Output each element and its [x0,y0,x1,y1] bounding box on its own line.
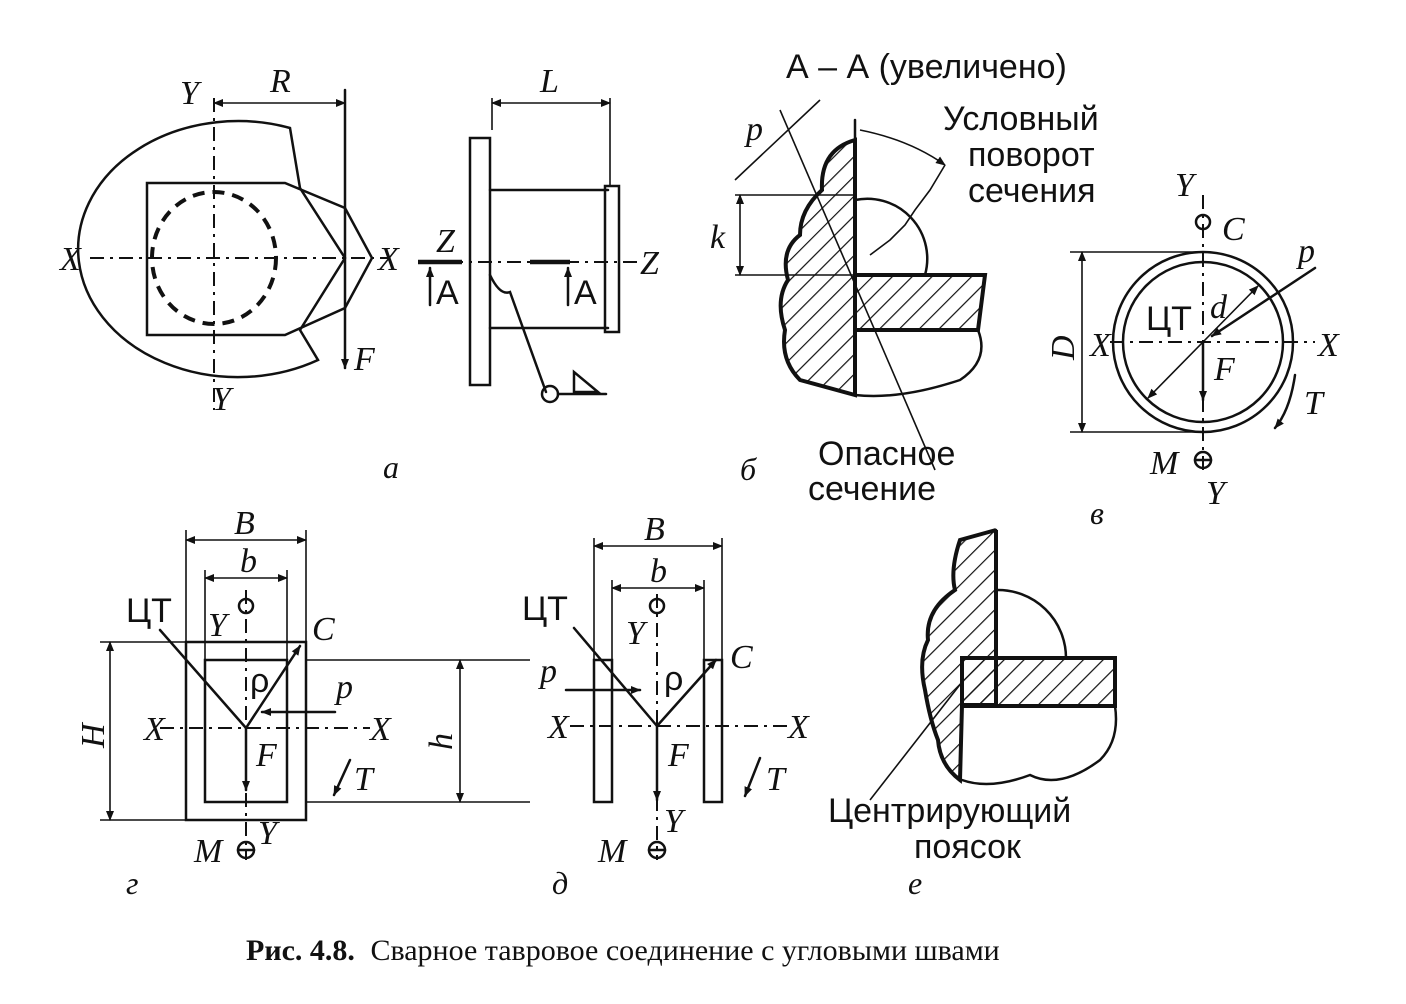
label-A-left: A [436,274,459,312]
label-CT: ЦТ [522,590,568,628]
collar-label-2: поясок [914,828,1022,866]
label-p: p [1296,233,1315,270]
label-A-right: A [574,274,597,312]
label-Z-right: Z [640,245,660,282]
rotation-label-2: поворот [968,136,1095,174]
label-X-right: X [786,709,810,746]
rotation-label-3: сечения [968,172,1096,210]
label-p: p [538,653,557,690]
label-M: M [193,833,224,870]
label-X-right: X [376,241,400,278]
label-B: B [644,511,665,548]
caption-text: Сварное тавровое соединение с угловыми ш… [370,934,999,967]
label-X-right: X [1316,327,1340,364]
panel-v-ring: Y C p D X X ЦТ d F T M Y в [1045,167,1340,531]
label-rho: ρ [250,662,269,700]
caption-number: Рис. 4.8. [246,934,355,967]
panel-label-e: е [908,865,922,901]
label-CT: ЦТ [126,592,172,630]
panel-label-b: б [740,451,757,487]
label-T: T [1304,385,1325,422]
panel-label-g: г [126,865,138,901]
label-C: C [312,611,335,648]
label-Y-bottom: Y [212,381,234,418]
label-d: d [1210,289,1228,326]
panel-e-collar: Центрирующий поясок е [828,528,1118,901]
label-Y-bottom: Y [1206,475,1228,512]
label-T: T [766,761,787,798]
label-Y-bottom: Y [664,803,686,840]
label-L: L [539,63,559,100]
label-T: T [354,761,375,798]
panel-a-side-view: L Z Z A A [418,63,660,404]
label-F: F [1213,351,1236,388]
label-F: F [667,737,690,774]
label-Y-top: Y [626,615,648,652]
lug-outline [76,119,347,379]
label-CT: ЦТ [1146,300,1192,338]
label-Y-top: Y [208,607,230,644]
label-C: C [730,639,753,676]
label-M: M [597,833,628,870]
label-H: H [75,721,112,749]
label-k: k [710,219,726,256]
label-p: p [744,111,763,148]
label-F: F [255,737,278,774]
danger-label-2: сечение [808,470,936,508]
figure-caption: Рис. 4.8. Сварное тавровое соединение с … [246,934,1000,967]
panel-label-d: д [552,865,568,901]
label-Y-top: Y [1175,167,1197,204]
panel-b-section: А – А (увеличено) p k Условный поворот с… [710,48,1099,508]
label-p: p [334,669,353,706]
panel-d-plates: B b ЦТ Y p ρ C X X F T Y M д [522,511,810,901]
label-X-left: X [58,241,82,278]
label-X-left: X [1088,327,1112,364]
label-B: B [234,505,255,542]
label-rho: ρ [664,660,683,698]
panel-g-box: B b ЦТ Y C ρ p H X X F T h M Y г [75,505,530,901]
label-h: h [423,733,460,750]
section-title: А – А (увеличено) [786,48,1067,86]
panel-label-v: в [1090,495,1104,531]
panel-label-a: а [383,449,399,485]
rotation-label-1: Условный [943,100,1099,138]
label-M: M [1149,445,1180,482]
label-Y-bottom: Y [258,815,280,852]
label-R: R [269,63,291,100]
label-X-left: X [546,709,570,746]
label-F: F [353,341,376,378]
label-Z-left: Z [436,223,456,260]
label-X-right: X [368,711,392,748]
wall-hatch [778,137,857,398]
collar-label-1: Центрирующий [828,792,1071,830]
label-C: C [1222,211,1245,248]
label-b: b [240,543,257,580]
label-Y-top: Y [180,75,202,112]
danger-label-1: Опасное [818,435,955,473]
panel-a-front-view: R X X Y Y F а [58,63,400,485]
label-D: D [1045,335,1082,361]
label-b: b [650,553,667,590]
label-X-left: X [142,711,166,748]
